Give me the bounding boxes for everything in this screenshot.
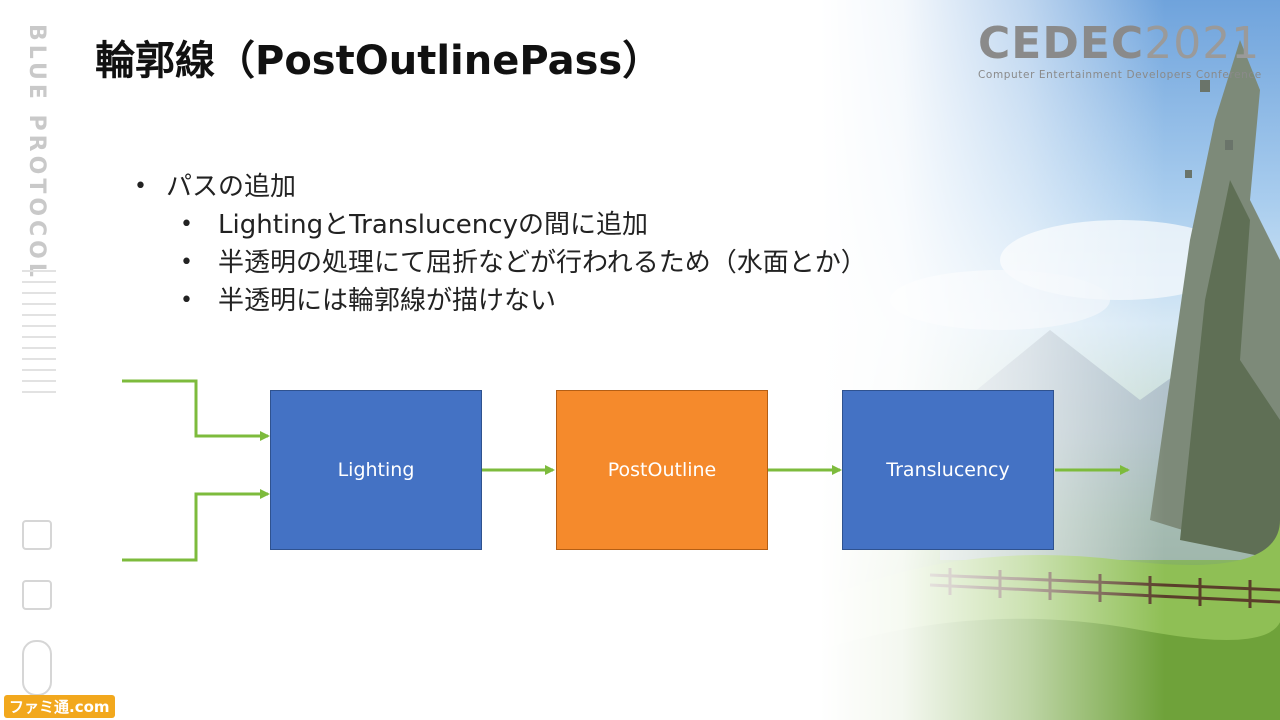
bullet-list: パスの追加 LightingとTranslucencyの間に追加 半透明の処理に… [130,168,867,320]
crest-icon [22,580,52,610]
brand-vertical-logo: BLUE PROTOCOL [24,24,49,281]
cedec-logo: CEDEC2021 Computer Entertainment Develop… [978,22,1262,84]
source-watermark: ファミ通.com [4,695,115,718]
cedec-logo-subtitle: Computer Entertainment Developers Confer… [978,69,1262,81]
bullet-item: 半透明には輪郭線が描けない [130,282,867,320]
bullet-item: LightingとTranslucencyの間に追加 [130,206,867,244]
node-translucency: Translucency [842,390,1054,550]
cedec-logo-name: CEDEC [978,18,1145,69]
cedec-logo-year: 2021 [1144,18,1261,69]
slide-title: 輪郭線（PostOutlinePass） [95,38,663,84]
cedec-logo-text: CEDEC2021 [978,22,1259,66]
node-lighting: Lighting [270,390,482,550]
input-arrow-top [122,379,270,441]
input-arrow-bottom [122,489,270,562]
emblem-icon [22,520,52,550]
bullet-item: 半透明の処理にて屈折などが行われるため（水面とか） [130,244,867,282]
scenery-fade-overlay [820,0,1280,720]
node-postoutline: PostOutline [556,390,768,550]
bullet-item: パスの追加 [130,168,867,206]
brand-fine-print [22,270,56,470]
left-brand-strip: BLUE PROTOCOL [18,20,60,710]
